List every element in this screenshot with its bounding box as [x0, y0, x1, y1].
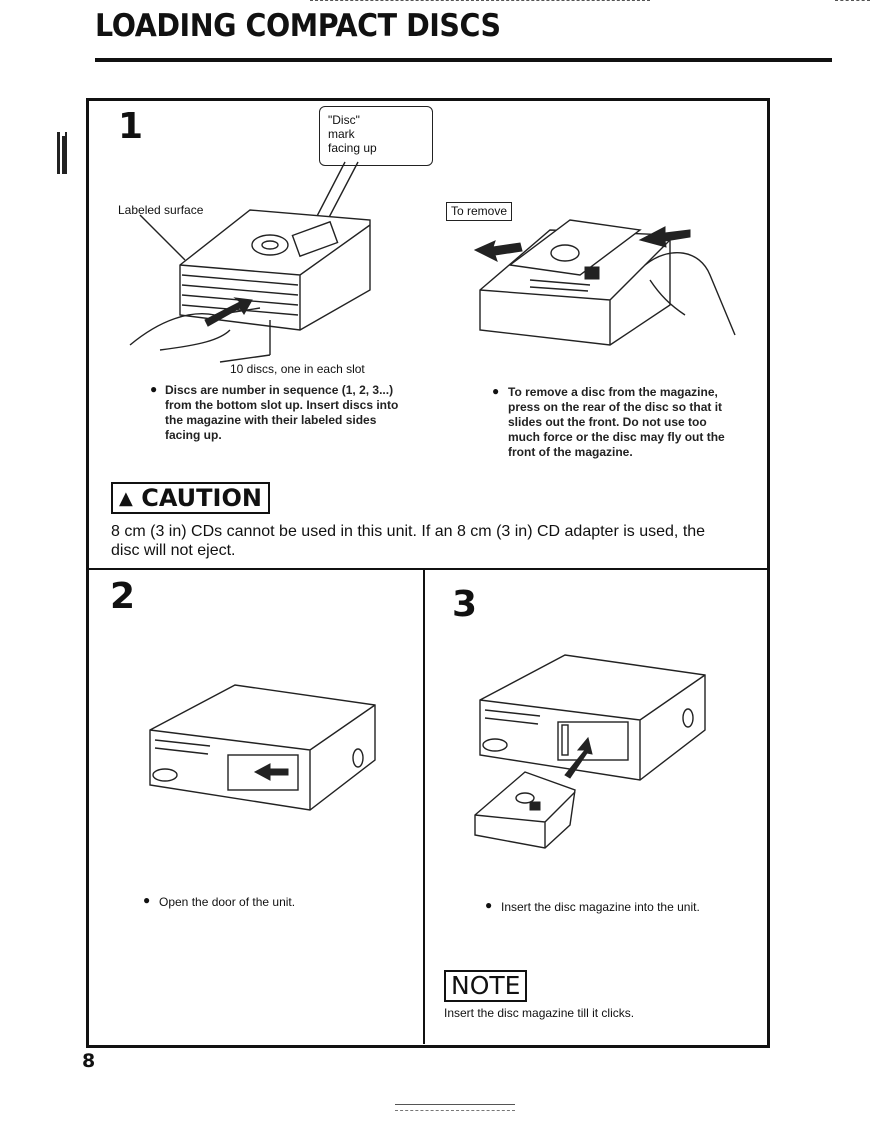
binding-mark-icon: [57, 132, 67, 174]
scan-mark: [395, 1104, 515, 1105]
magazine-loading-illustration: [129, 161, 371, 363]
bullet-dot: ●: [143, 893, 151, 907]
slot-note-label: 10 discs, one in each slot: [230, 362, 365, 376]
bullet-dot: ●: [492, 384, 500, 398]
step-3-instruction: Insert the disc magazine into the unit.: [501, 900, 700, 914]
step-3-number: 3: [452, 584, 478, 625]
bullet-dot: ●: [150, 382, 158, 396]
to-remove-label: To remove: [446, 202, 513, 221]
bullet-dot: ●: [485, 898, 493, 912]
insert-magazine-illustration: [474, 654, 706, 849]
page-title: LOADING COMPACT DISCS: [95, 8, 501, 44]
labeled-surface-label: Labeled surface: [118, 203, 204, 217]
disc-removal-illustration: [473, 219, 736, 346]
title-rule: [95, 58, 832, 62]
step-1-remove-instruction: To remove a disc from the magazine, pres…: [508, 385, 725, 459]
scan-dash-line: [835, 0, 870, 3]
section-divider: [86, 568, 770, 570]
warning-triangle-icon: ▲: [119, 488, 133, 509]
open-door-illustration: [149, 684, 376, 811]
caution-label: CAUTION: [141, 484, 262, 512]
scan-mark: [395, 1110, 515, 1111]
instruction-frame: [86, 98, 770, 1048]
column-divider: [423, 568, 425, 1044]
caution-badge: ▲ CAUTION: [111, 482, 270, 514]
note-badge: NOTE: [444, 970, 528, 1002]
scan-dash-line: [310, 0, 650, 3]
disc-mark-callout: "Disc" mark facing up: [319, 106, 433, 166]
step-2-instruction: Open the door of the unit.: [159, 895, 296, 909]
step-1-instruction: Discs are number in sequence (1, 2, 3...…: [165, 383, 399, 442]
caution-text: 8 cm (3 in) CDs cannot be used in this u…: [111, 523, 706, 559]
page-number: 8: [82, 1050, 96, 1072]
step-1-number: 1: [118, 106, 144, 147]
step-2-number: 2: [110, 576, 136, 617]
note-text: Insert the disc magazine till it clicks.: [444, 1006, 635, 1020]
